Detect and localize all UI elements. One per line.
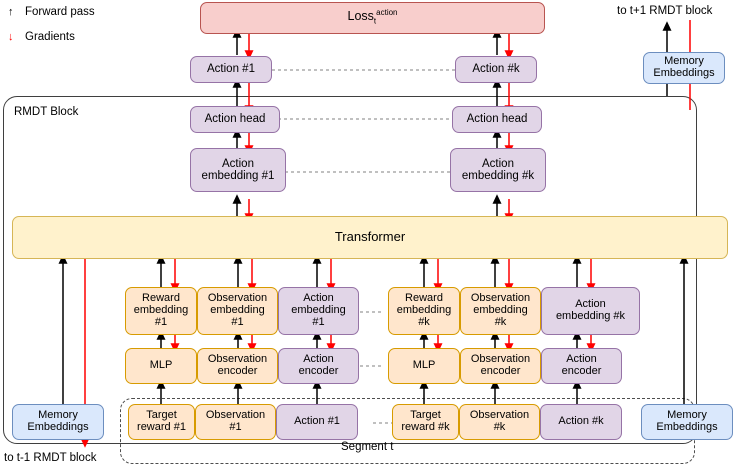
- loss-text: Loss: [347, 9, 374, 24]
- action-embedding-upper-1: Action embedding #1: [190, 148, 286, 192]
- action-encoder-1: Action encoder: [278, 348, 359, 384]
- segment-label: Segment t: [341, 441, 394, 453]
- action-input-1: Action #1: [276, 404, 358, 440]
- mlp-1: MLP: [125, 348, 197, 384]
- action-box-1: Action #1: [190, 56, 272, 83]
- reward-embedding-1: Reward embedding #1: [125, 287, 197, 335]
- loss-box: Losstaction: [200, 2, 545, 34]
- legend-forward-arrow-icon: ↑: [8, 6, 14, 18]
- action-box-k: Action #k: [455, 56, 537, 83]
- loss-superscript: action: [376, 8, 398, 18]
- observation-input-1: Observation #1: [195, 404, 276, 440]
- observation-encoder-k: Observation encoder: [460, 348, 541, 384]
- memory-embeddings-bottom-right: Memory Embeddings: [641, 404, 733, 440]
- legend-gradients-label: Gradients: [25, 31, 75, 43]
- action-head-1: Action head: [190, 106, 280, 133]
- loss-subscript: t: [373, 17, 377, 27]
- target-reward-k: Target reward #k: [392, 404, 459, 440]
- rmdt-block-container: [3, 96, 697, 444]
- observation-encoder-1: Observation encoder: [197, 348, 278, 384]
- legend-forward-label: Forward pass: [25, 6, 95, 18]
- memory-embeddings-top-right: Memory Embeddings: [643, 52, 725, 84]
- rmdt-block-label: RMDT Block: [14, 106, 79, 118]
- action-embedding-upper-k: Action embedding #k: [450, 148, 546, 192]
- action-input-k: Action #k: [540, 404, 622, 440]
- legend-gradient-arrow-icon: ↓: [8, 31, 14, 43]
- to-prev-rmdt-block-caption: to t-1 RMDT block: [4, 452, 97, 464]
- observation-embedding-1: Observation embedding #1: [197, 287, 278, 335]
- action-head-k: Action head: [452, 106, 542, 133]
- mlp-k: MLP: [388, 348, 460, 384]
- action-embedding-k: Action embedding #k: [541, 287, 640, 335]
- target-reward-1: Target reward #1: [128, 404, 195, 440]
- observation-embedding-k: Observation embedding #k: [460, 287, 541, 335]
- action-encoder-k: Action encoder: [541, 348, 622, 384]
- observation-input-k: Observation #k: [459, 404, 540, 440]
- action-embedding-1: Action embedding #1: [278, 287, 359, 335]
- to-next-rmdt-block-caption: to t+1 RMDT block: [617, 5, 713, 17]
- reward-embedding-k: Reward embedding #k: [388, 287, 460, 335]
- transformer-box: Transformer: [12, 216, 728, 259]
- memory-embeddings-bottom-left: Memory Embeddings: [12, 404, 104, 440]
